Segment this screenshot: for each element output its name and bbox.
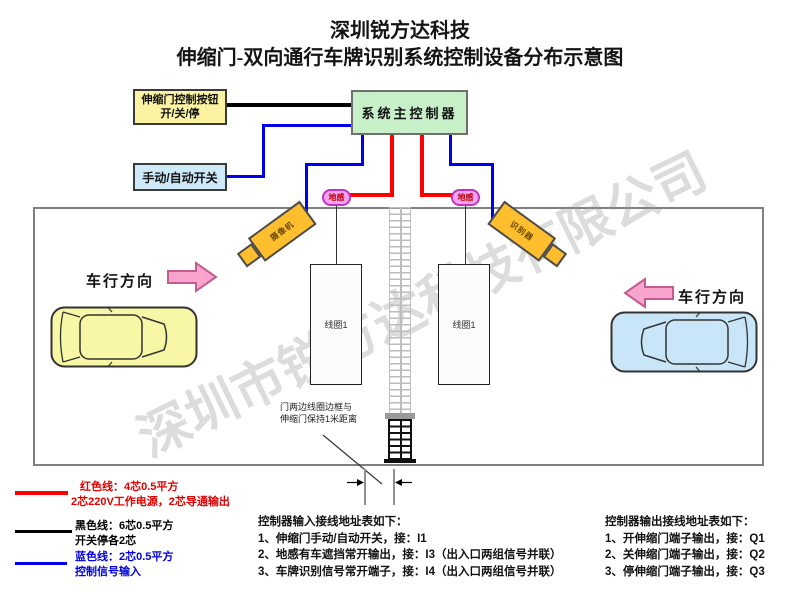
wire-red-rightsensor-v <box>420 135 424 197</box>
ground-sensor-right: 地感 <box>451 189 480 206</box>
direction-label-left: 车行方向 <box>86 273 155 290</box>
wire-blue-switch-h1 <box>227 175 265 178</box>
manual-auto-switch-label: 手动/自动开关 <box>142 170 218 185</box>
wire-black-button-to-controller <box>225 103 351 107</box>
legend-blue-desc: 控制信号输入 <box>75 566 141 578</box>
retractable-gate-cap <box>385 413 415 419</box>
ground-sensor-right-label: 地感 <box>457 193 474 202</box>
wire-blue-switch-h2 <box>262 124 351 127</box>
legend-red-desc: 2芯220V工作电源，2芯导通输出 <box>71 496 230 508</box>
output-table-item: 3、停伸缩门端子输出，接：Q3 <box>605 565 765 578</box>
main-controller-box: 系统主控制器 <box>351 90 468 135</box>
input-wiring-table: 控制器输入接线地址表如下： 1、伸缩门手动/自动开关，接：I1 2、地感有车遮挡… <box>258 514 561 580</box>
wire-red-leftsensor-h <box>348 193 394 197</box>
wire-red-leftsensor-v <box>390 135 394 197</box>
legend-black-label: 黑色线：6芯0.5平方 <box>75 520 174 532</box>
wire-leftsensor-to-coil <box>336 204 338 264</box>
legend-black-line <box>15 530 72 533</box>
car-yellow-icon <box>50 306 198 368</box>
direction-arrow-left-icon <box>623 277 674 309</box>
wire-red-rightsensor-h <box>420 193 456 197</box>
wire-blue-leftcam-h <box>305 163 364 166</box>
gate-button-label-2: 开/关/停 <box>160 108 200 120</box>
wire-blue-rightcam-v2 <box>491 163 494 223</box>
wire-blue-switch-v <box>262 124 265 178</box>
gate-button-label-1: 伸缩门控制按钮 <box>141 94 219 106</box>
wire-blue-rightcam-h <box>449 163 494 166</box>
legend-black-desc: 开关停各2芯 <box>75 535 137 547</box>
output-wiring-table: 控制器输出接线地址表如下： 1、开伸缩门端子输出，接：Q1 2、关伸缩门端子输出… <box>605 514 765 580</box>
wire-blue-leftcam-v2 <box>305 163 308 228</box>
retractable-gate-base <box>384 459 416 463</box>
dimension-line-left <box>364 469 366 505</box>
gate-distance-note: 门两边线圈边框与 伸缩门保持1米距离 <box>280 401 360 425</box>
gate-note-line2: 伸缩门保持1米距离 <box>280 414 358 424</box>
coil-left-label: 线圈1 <box>324 320 348 330</box>
legend-red-label: 红色线：4芯0.5平方 <box>80 481 179 493</box>
legend-red-line <box>15 491 68 495</box>
coil-right: 线圈1 <box>438 264 490 385</box>
output-table-item: 2、关伸缩门端子输出，接：Q2 <box>605 549 765 561</box>
input-table-title: 控制器输入接线地址表如下： <box>258 516 408 528</box>
legend-blue-label: 蓝色线：2芯0.5平方 <box>75 551 174 563</box>
coil-left: 线圈1 <box>310 264 362 385</box>
coil-right-label: 线圈1 <box>452 320 476 330</box>
wire-blue-leftcam-v1 <box>361 135 364 166</box>
retractable-gate-machine <box>388 419 412 460</box>
page-title-diagram: 伸缩门-双向通行车牌识别系统控制设备分布示意图 <box>176 47 624 69</box>
direction-arrow-right-icon <box>167 261 218 293</box>
camera-right-label: 识别器 <box>508 219 536 243</box>
wire-rightsensor-to-coil <box>465 204 467 264</box>
output-table-item: 1、开伸缩门端子输出，接：Q1 <box>605 532 765 545</box>
camera-left-label: 摄像机 <box>268 219 296 243</box>
dimension-arrow-right-icon <box>347 479 364 486</box>
input-table-item: 3、车牌识别信号常开端子，接：I4（出入口两组信号并联） <box>258 565 562 578</box>
page-title-company: 深圳锐方达科技 <box>330 20 470 42</box>
gate-note-line1: 门两边线圈边框与 <box>280 402 353 412</box>
car-blue-icon <box>610 311 758 373</box>
legend-blue-line <box>15 562 67 565</box>
direction-label-right: 车行方向 <box>678 289 747 306</box>
wire-blue-rightcam-v1 <box>449 135 452 166</box>
main-controller-label: 系统主控制器 <box>361 106 458 121</box>
manual-auto-switch-box: 手动/自动开关 <box>133 163 227 191</box>
input-table-item: 2、地感有车遮挡常开输出，接：I3（出入口两组信号并联） <box>258 549 562 561</box>
dimension-arrow-left-icon <box>395 479 412 486</box>
ground-sensor-left: 地感 <box>322 189 351 206</box>
ground-sensor-left-label: 地感 <box>328 193 345 202</box>
note-leader-line <box>322 434 383 485</box>
input-table-item: 1、伸缩门手动/自动开关，接：I1 <box>258 532 427 545</box>
gate-control-button-box: 伸缩门控制按钮 开/关/停 <box>133 89 227 125</box>
retractable-gate-upper <box>389 207 411 415</box>
dimension-line-right <box>393 469 395 505</box>
output-table-title: 控制器输出接线地址表如下： <box>605 516 755 528</box>
